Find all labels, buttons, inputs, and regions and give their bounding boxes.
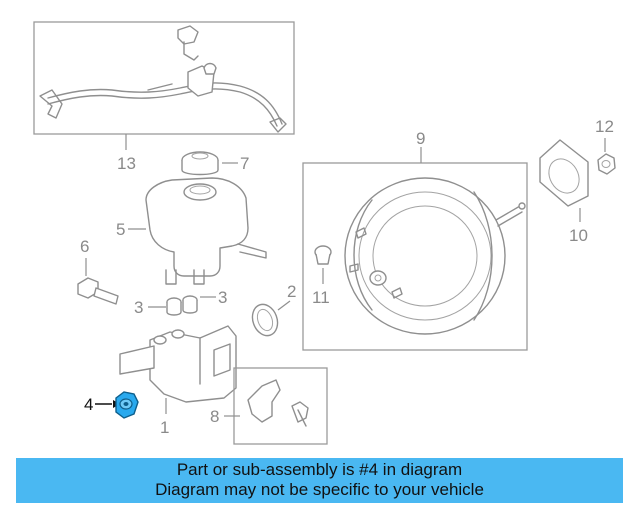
part-6-bolt xyxy=(77,277,119,305)
info-banner: Part or sub-assembly is #4 in diagram Di… xyxy=(16,458,623,503)
callout-2: 2 xyxy=(287,282,296,301)
banner-line-1: Part or sub-assembly is #4 in diagram xyxy=(176,460,463,479)
part-13-box xyxy=(33,21,295,135)
part-13-vacuum-hose xyxy=(33,21,295,135)
callout-12: 12 xyxy=(595,117,614,136)
banner-line-2: Diagram may not be specific to your vehi… xyxy=(155,480,484,499)
part-10-gasket xyxy=(539,139,589,207)
callout-4: 4 xyxy=(84,395,93,414)
part-5-fluid-reservoir xyxy=(145,177,267,285)
callout-9: 9 xyxy=(416,129,425,148)
callout-13: 13 xyxy=(117,154,136,173)
part-8-box xyxy=(233,367,328,445)
part-3-grommet-left xyxy=(166,297,182,316)
callout-11: 11 xyxy=(312,288,330,307)
callout-10: 10 xyxy=(569,226,588,245)
part-11-check-valve xyxy=(314,245,332,265)
callout-3b: 3 xyxy=(218,288,227,307)
part-9-box xyxy=(302,162,528,351)
part-2-leader xyxy=(277,300,291,311)
callout-5: 5 xyxy=(116,220,125,239)
part-8-bracket-kit xyxy=(233,367,328,445)
part-7-reservoir-cap xyxy=(181,151,219,176)
callout-1: 1 xyxy=(160,418,169,437)
parts-diagram: 13 7 5 6 3 3 xyxy=(33,21,616,445)
part-9-brake-booster xyxy=(344,177,526,335)
part-12-nut xyxy=(597,153,616,175)
callout-8: 8 xyxy=(210,407,219,426)
part-4-nut xyxy=(115,391,139,419)
callout-6: 6 xyxy=(80,237,89,256)
part-2-seal xyxy=(251,303,279,337)
part-3-grommet-right xyxy=(182,295,198,314)
callout-7: 7 xyxy=(240,154,249,173)
callout-3a: 3 xyxy=(134,298,143,317)
part-1-master-cylinder xyxy=(119,325,237,403)
